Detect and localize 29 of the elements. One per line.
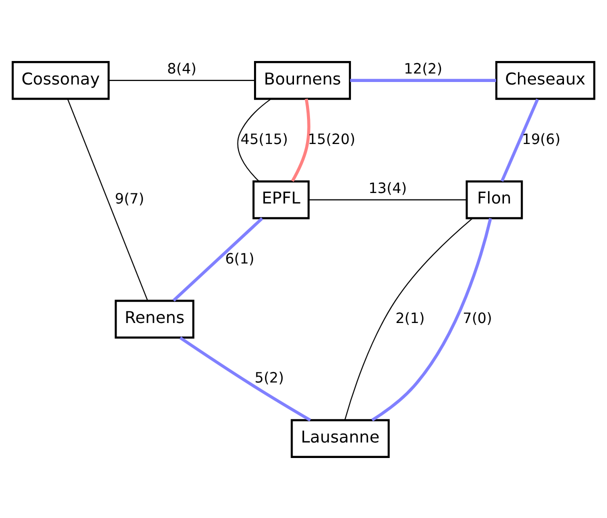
edge-label: 8(4): [167, 61, 196, 78]
connector: [67, 98, 148, 300]
connector: [179, 336, 312, 421]
edge-label: 2(1): [395, 310, 425, 326]
connector: [350, 78, 496, 82]
connector: [371, 218, 492, 421]
edge-label: 13(4): [368, 180, 407, 196]
node-box: Lausanne: [290, 418, 390, 458]
edge-label: 6(1): [225, 250, 254, 267]
edge-label: 45(15): [240, 131, 288, 148]
connector: [308, 198, 466, 200]
edge-label: 12(2): [404, 61, 442, 78]
edge-label: 15(20): [308, 131, 356, 148]
edge-label: 19(6): [522, 131, 560, 148]
edge-label: 7(0): [462, 310, 492, 326]
connector: [344, 217, 473, 420]
node-box: EPFL: [252, 180, 310, 219]
edge-label: 9(7): [114, 191, 144, 208]
connector: [291, 98, 310, 182]
node-box: Bournens: [254, 60, 351, 100]
edge-label: 5(2): [254, 370, 284, 386]
connector: [108, 79, 255, 80]
node-box: Flon: [466, 180, 523, 219]
node-box: Cossonay: [12, 60, 110, 100]
connector: [237, 98, 272, 182]
node-box: Cheseaux: [495, 60, 596, 100]
connector: [172, 216, 264, 302]
node-box: Renens: [114, 299, 194, 338]
connector: [500, 98, 539, 182]
